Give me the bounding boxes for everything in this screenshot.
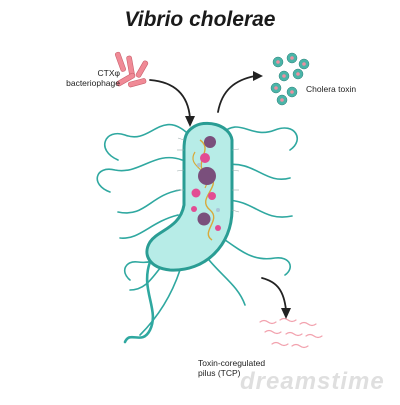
organelle-magenta	[191, 188, 201, 198]
arrow-cell-to-tcp	[261, 277, 287, 311]
surface-pili	[176, 137, 240, 213]
label-ctx-bacteriophage: CTXφ bacteriophage	[50, 68, 120, 88]
cholera-toxin-group	[270, 52, 310, 106]
ctx-bacteriophage-group	[114, 51, 149, 88]
arrow-cell-to-toxin	[217, 75, 256, 113]
organelle-purple	[197, 212, 211, 226]
label-tcp-line1: Toxin-coregulated	[198, 358, 266, 368]
diagram-title: Vibrio cholerae	[124, 8, 276, 31]
tcp-pili-group	[259, 317, 323, 349]
label-tcp-line2: pilus (TCP)	[198, 368, 241, 378]
polar-flagellum	[123, 260, 155, 344]
organelle-magenta	[208, 192, 216, 200]
organelle-magenta	[191, 206, 197, 212]
watermark: dreamstime	[240, 368, 385, 395]
label-ctx-line2: bacteriophage	[66, 78, 120, 88]
organelle-magenta	[200, 153, 210, 163]
label-ctx-line1: CTXφ	[97, 68, 120, 78]
organelle-magenta	[215, 225, 221, 231]
organelle-purple	[198, 167, 216, 185]
vibrio-cell	[145, 121, 240, 272]
arrowheads	[185, 71, 291, 319]
organelle-small	[197, 163, 201, 167]
organelle-small	[216, 208, 220, 212]
label-tcp: Toxin-coregulated pilus (TCP)	[198, 358, 265, 378]
arrows	[149, 75, 287, 311]
arrow-phage-to-cell	[149, 79, 191, 119]
label-cholera-toxin: Cholera toxin	[306, 84, 357, 94]
organelle-purple	[204, 136, 216, 148]
